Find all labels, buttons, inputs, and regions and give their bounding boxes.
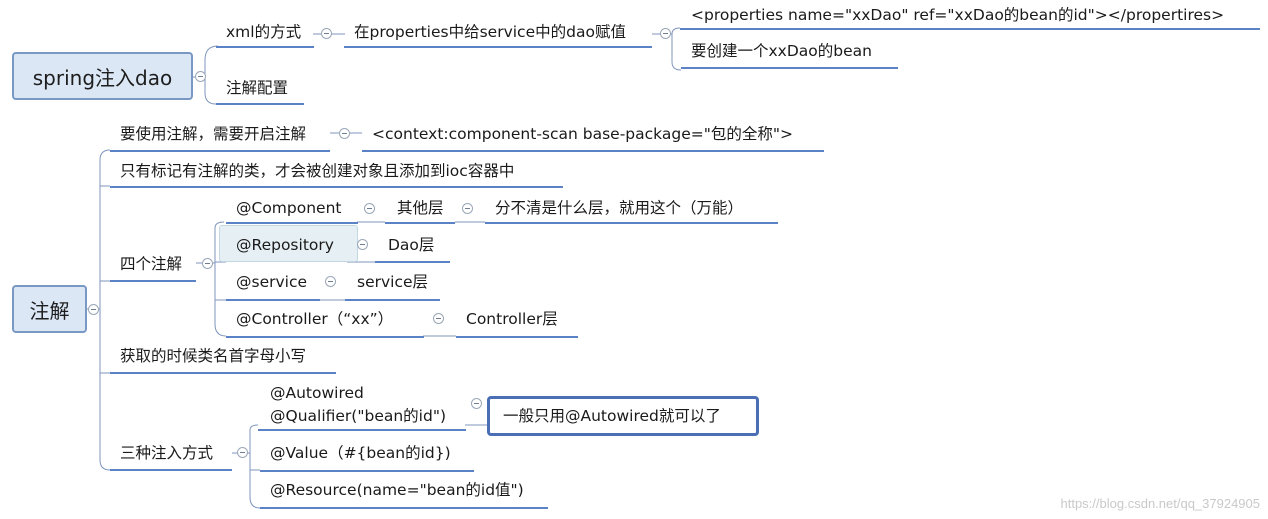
node-three-injection[interactable]: 三种注入方式 (120, 444, 214, 462)
node-value[interactable]: @Value（#{bean的id}) (270, 444, 451, 462)
collapse-icon[interactable] (237, 447, 248, 458)
collapse-icon[interactable] (88, 304, 99, 315)
collapse-icon[interactable] (195, 71, 206, 82)
underlines (110, 28, 1260, 509)
node-xml-way[interactable]: xml的方式 (226, 23, 302, 41)
node-lowercase-name[interactable]: 获取的时候类名首字母小写 (120, 347, 307, 365)
collapse-icon[interactable] (325, 276, 336, 287)
root-label-spring: spring注入dao (32, 65, 173, 90)
node-properties-assign[interactable]: 在properties中给service中的dao赋值 (354, 23, 626, 41)
node-general-autowired: 一般只用@Autowired就可以了 (503, 407, 721, 425)
collapse-icon[interactable] (357, 239, 368, 250)
selected-node-highlight (219, 225, 358, 262)
collapse-icon[interactable] (202, 258, 213, 269)
root-node-annotation[interactable]: 注解 (12, 285, 87, 333)
node-component-scan[interactable]: <context:component-scan base-package="包的… (372, 125, 793, 143)
node-qualifier[interactable]: @Qualifier("bean的id") (270, 407, 447, 425)
root-label-annotation: 注解 (29, 298, 70, 323)
node-dao-layer[interactable]: Dao层 (388, 236, 435, 254)
node-enable-annotation[interactable]: 要使用注解，需要开启注解 (120, 125, 307, 143)
node-annotation-config[interactable]: 注解配置 (226, 79, 289, 97)
collapse-icon[interactable] (660, 28, 671, 39)
node-create-bean[interactable]: 要创建一个xxDao的bean (691, 42, 872, 60)
collapse-icon[interactable] (471, 398, 482, 409)
node-universal[interactable]: 分不清是什么层，就用这个（万能） (495, 199, 744, 217)
collapse-icon[interactable] (364, 203, 375, 214)
node-resource[interactable]: @Resource(name="bean的id值") (270, 481, 524, 499)
watermark: https://blog.csdn.net/qq_37924905 (1060, 496, 1261, 511)
node-service-layer[interactable]: service层 (357, 273, 429, 291)
note-box[interactable] (487, 396, 759, 436)
root-node-spring-inject-dao[interactable]: spring注入dao (12, 52, 193, 100)
node-controller[interactable]: @Controller（“xx”） (236, 310, 394, 328)
node-autowired[interactable]: @Autowired (270, 384, 364, 402)
collapse-icon[interactable] (321, 28, 332, 39)
collapse-icon[interactable] (339, 128, 350, 139)
node-component[interactable]: @Component (236, 199, 342, 217)
node-properties-tag[interactable]: <properties name="xxDao" ref="xxDao的bean… (691, 6, 1225, 24)
node-four-annotations[interactable]: 四个注解 (120, 255, 183, 273)
collapse-icon[interactable] (462, 203, 473, 214)
node-service[interactable]: @service (236, 273, 308, 291)
collapse-icon[interactable] (433, 313, 444, 324)
node-repository[interactable]: @Repository (236, 236, 334, 254)
node-marked-only[interactable]: 只有标记有注解的类，才会被创建对象且添加到ioc容器中 (120, 162, 515, 180)
node-other-layer[interactable]: 其他层 (397, 199, 444, 217)
node-controller-layer[interactable]: Controller层 (466, 310, 558, 328)
